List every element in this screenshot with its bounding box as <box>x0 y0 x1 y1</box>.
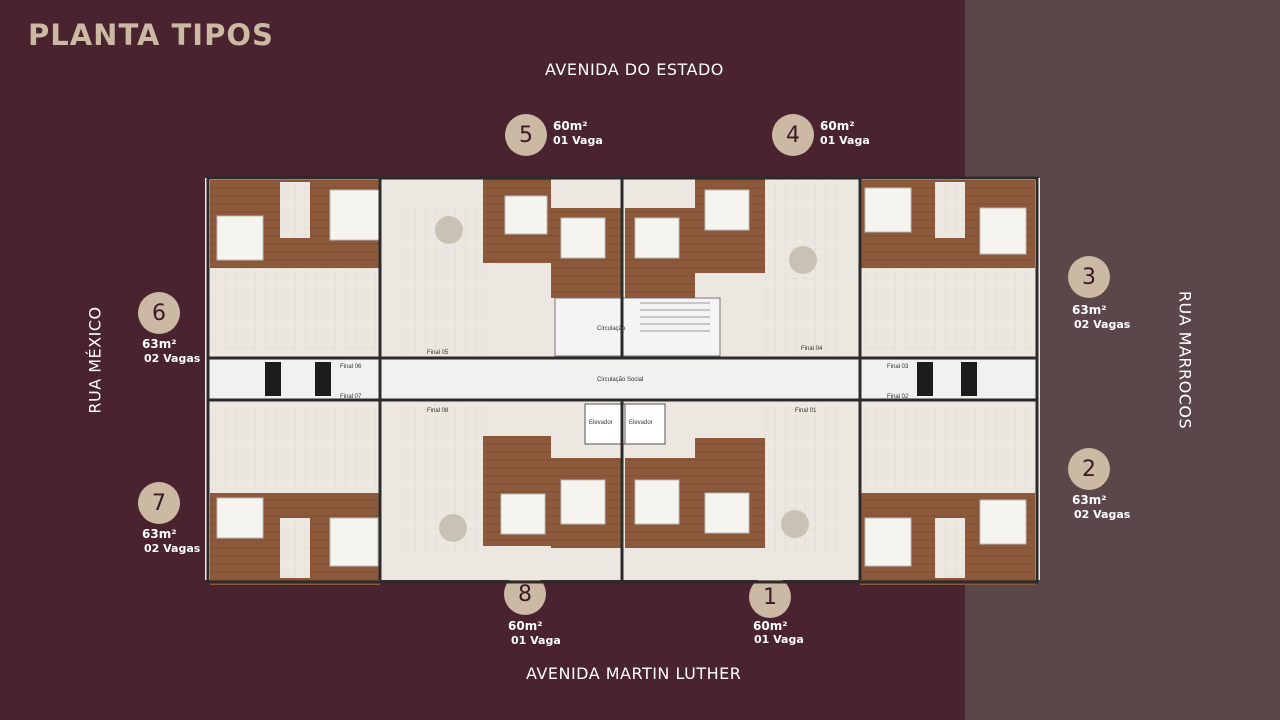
label-final-05: Final 05 <box>427 350 449 356</box>
bed <box>560 217 606 259</box>
unit-parking: 01 Vaga <box>511 634 561 647</box>
bed <box>704 492 750 534</box>
kitchen-blocks <box>265 362 977 396</box>
label-elevador-1: Elevador <box>589 420 613 426</box>
label-final-01: Final 01 <box>795 408 817 414</box>
side-corridors <box>205 360 1040 398</box>
elevator-2 <box>624 403 666 445</box>
bed <box>864 517 912 567</box>
label-final-04: Final 04 <box>801 346 823 352</box>
unit-area: 63m² <box>1072 493 1107 507</box>
label-final-08: Final 08 <box>427 408 449 414</box>
label-circulacao-social: Circulação Social <box>597 377 643 383</box>
stair-core <box>554 297 721 357</box>
dining-table <box>781 510 809 538</box>
bed <box>979 207 1027 255</box>
unit-area: 60m² <box>820 119 855 133</box>
unit-area: 60m² <box>753 619 788 633</box>
bed <box>864 187 912 233</box>
unit-parking: 02 Vagas <box>144 542 201 555</box>
bed <box>979 499 1027 545</box>
floor-plan: Final 06 Final 07 Final 05 Final 08 Fina… <box>205 176 1040 585</box>
dining-table <box>435 216 463 244</box>
bed <box>504 195 548 235</box>
unit-6-bathroom <box>280 182 310 238</box>
bed <box>216 215 264 261</box>
unit-7-bathroom <box>280 518 310 578</box>
walls <box>206 176 1039 584</box>
unit-7-living <box>210 408 380 490</box>
bed <box>704 189 750 231</box>
unit-parking: 01 Vaga <box>820 134 870 147</box>
unit-number-badge: 3 <box>1068 256 1110 298</box>
street-label-left: RUA MÉXICO <box>85 306 105 414</box>
unit-3-bathroom <box>935 182 965 238</box>
dining-table <box>789 246 817 274</box>
unit-number-badge: 5 <box>505 114 547 156</box>
unit-area: 60m² <box>508 619 543 633</box>
unit-parking: 02 Vagas <box>1074 318 1131 331</box>
bed <box>634 217 680 259</box>
unit-parking: 02 Vagas <box>1074 508 1131 521</box>
unit-3-living <box>860 268 1035 350</box>
street-label-right: RUA MARROCOS <box>1175 290 1195 430</box>
dining-table <box>439 514 467 542</box>
label-final-02: Final 02 <box>887 394 909 400</box>
unit-parking: 01 Vaga <box>553 134 603 147</box>
unit-area: 63m² <box>142 527 177 541</box>
stairs <box>640 302 710 332</box>
label-final-03: Final 03 <box>887 364 909 370</box>
street-label-top: AVENIDA DO ESTADO <box>545 60 724 79</box>
label-final-07: Final 07 <box>340 394 362 400</box>
unit-area: 63m² <box>142 337 177 351</box>
unit-parking: 01 Vaga <box>754 633 804 646</box>
unit-area: 60m² <box>553 119 588 133</box>
label-circulacao: Circulação <box>597 326 626 332</box>
unit-2-bathroom <box>935 518 965 578</box>
unit-number-badge: 6 <box>138 292 180 334</box>
unit-2-living <box>860 408 1035 490</box>
bed <box>329 517 379 567</box>
bed <box>500 493 546 535</box>
unit-number-badge: 2 <box>1068 448 1110 490</box>
bed <box>560 479 606 525</box>
unit-parking: 02 Vagas <box>144 352 201 365</box>
unit-6-living <box>210 268 380 350</box>
label-elevador-2: Elevador <box>629 420 653 426</box>
unit-number-badge: 4 <box>772 114 814 156</box>
bed <box>329 189 381 241</box>
bed <box>634 479 680 525</box>
page-title: PLANTA TIPOS <box>28 18 274 52</box>
unit-area: 63m² <box>1072 303 1107 317</box>
street-label-bottom: AVENIDA MARTIN LUTHER <box>526 664 742 683</box>
unit-number-badge: 7 <box>138 482 180 524</box>
bed <box>216 497 264 539</box>
label-final-06: Final 06 <box>340 364 362 370</box>
